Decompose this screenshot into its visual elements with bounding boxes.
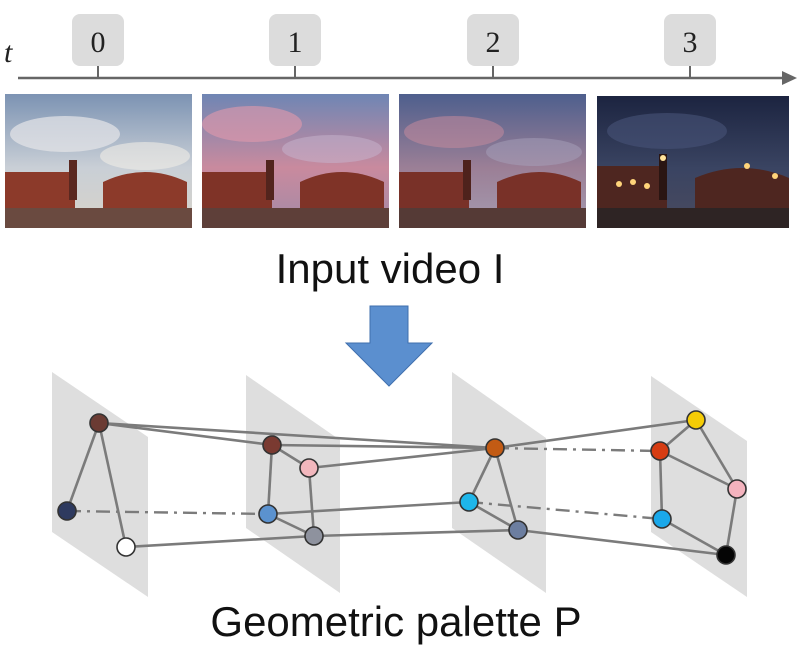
palette-node [716, 545, 736, 565]
edge [467, 447, 497, 503]
cloud [10, 116, 120, 152]
tick-box [664, 14, 716, 66]
lamp-light [772, 173, 778, 179]
edge [724, 488, 739, 556]
steps [399, 208, 586, 228]
edge [493, 447, 520, 531]
palette-node [727, 479, 747, 499]
tick-box [72, 14, 124, 66]
down-arrow [344, 305, 434, 387]
steps [5, 208, 192, 228]
lamp-light [644, 183, 650, 189]
palette-node [116, 537, 136, 557]
cloud [404, 116, 504, 148]
tick-label: 0 [91, 26, 106, 59]
tick-1: 1 [269, 14, 321, 78]
tick-2: 2 [467, 14, 519, 78]
tick-3: 3 [664, 14, 716, 78]
edge [98, 421, 496, 450]
tick-0: 0 [72, 14, 124, 78]
palette-node [89, 413, 109, 433]
edge [267, 500, 470, 516]
edge [313, 528, 519, 538]
lamp-light [744, 163, 750, 169]
edge [266, 444, 274, 515]
plane-t3 [651, 376, 747, 597]
video-frame-0 [5, 94, 192, 228]
palette-node [652, 509, 672, 529]
building-left [399, 172, 469, 214]
edge [659, 449, 738, 491]
building-rotunda [695, 168, 789, 214]
edge [517, 528, 727, 557]
palette-node [299, 458, 319, 478]
tower [69, 160, 77, 200]
edge [271, 443, 496, 450]
cloud [202, 106, 302, 142]
steps [597, 208, 789, 228]
edge [308, 446, 496, 470]
edge [125, 534, 315, 549]
building-left [5, 172, 75, 214]
tower [463, 160, 471, 200]
dash-edge [66, 509, 269, 516]
plane-t1 [246, 375, 340, 593]
building-left [597, 166, 667, 214]
tick-label: 2 [486, 26, 501, 59]
palette-node [304, 526, 324, 546]
input-video-label: Input video I [276, 245, 505, 292]
edge [661, 517, 727, 557]
video-frame-1 [202, 94, 389, 228]
cloud [486, 138, 582, 166]
time-axis-label: t [4, 36, 13, 69]
palette-node [262, 435, 282, 455]
dash-edge [468, 500, 663, 521]
cloud [607, 113, 727, 149]
palette-node [57, 501, 77, 521]
edge [494, 418, 697, 450]
tower [266, 160, 274, 200]
building-rotunda [103, 172, 187, 214]
edge [98, 421, 273, 447]
cloud [282, 135, 382, 163]
tick-label: 3 [683, 26, 698, 59]
video-frame-2 [399, 94, 586, 228]
palette-node [485, 438, 505, 458]
palette-node [686, 410, 706, 430]
lamp-light [660, 155, 666, 161]
edge [307, 467, 316, 537]
palette-node [459, 492, 479, 512]
edge [65, 422, 101, 512]
palette-edges [65, 418, 739, 557]
plane-t0 [52, 372, 148, 597]
edge [694, 419, 739, 490]
dash-edge [494, 446, 661, 453]
video-frame-3 [597, 96, 789, 228]
tick-box [269, 14, 321, 66]
cloud [100, 142, 190, 170]
dashed-edges [66, 446, 663, 521]
lamp-light [616, 181, 622, 187]
palette-node [508, 520, 528, 540]
edge [658, 450, 664, 520]
building-rotunda [300, 172, 384, 214]
palette-node [258, 504, 278, 524]
geometric-palette-label: Geometric palette P [210, 598, 581, 645]
plane-t2 [452, 372, 546, 593]
palette-node [650, 441, 670, 461]
timeline: t 0 1 2 3 [4, 14, 797, 85]
steps [202, 208, 389, 228]
planes [52, 372, 747, 597]
edge [97, 422, 128, 548]
building-left [202, 172, 272, 214]
tower [659, 154, 667, 200]
palette-nodes [57, 410, 747, 565]
tick-box [467, 14, 519, 66]
lamp-light [630, 179, 636, 185]
building-rotunda [497, 172, 581, 214]
tick-label: 1 [288, 26, 303, 59]
time-axis-arrowhead [782, 71, 797, 85]
